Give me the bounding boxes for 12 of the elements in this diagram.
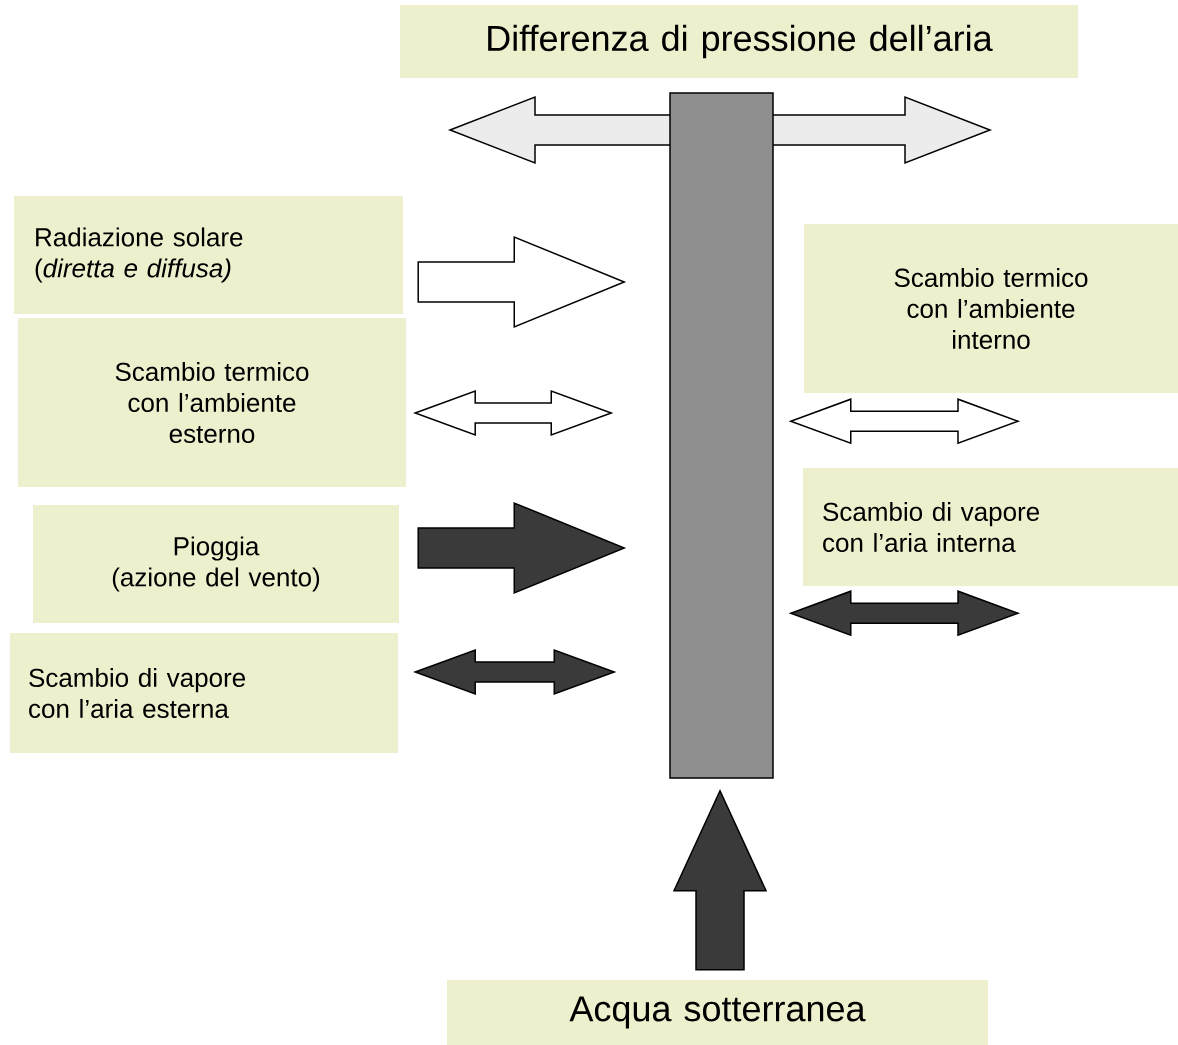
label-box: Differenza di pressione dell’aria <box>400 5 1078 78</box>
block-arrow <box>417 501 627 595</box>
label-box: Pioggia (azione del vento) <box>33 505 399 623</box>
label-box: Acqua sotterranea <box>447 980 988 1045</box>
block-arrow <box>417 235 627 329</box>
block-arrow <box>672 788 768 971</box>
label-box: Radiazione solare (diretta e diffusa) <box>14 196 403 314</box>
wall-section <box>669 92 774 779</box>
label-box: Scambio termico con l’ambiente interno <box>804 224 1178 393</box>
label-box: Scambio di vapore con l’aria esterna <box>10 633 398 753</box>
label-box: Scambio di vapore con l’aria interna <box>803 468 1178 586</box>
label-box: Scambio termico con l’ambiente esterno <box>18 318 406 487</box>
